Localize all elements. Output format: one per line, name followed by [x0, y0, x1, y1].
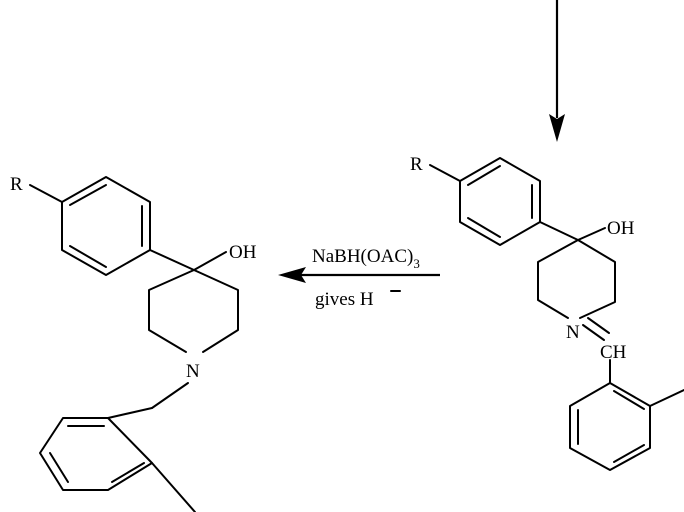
product-r-label: R	[10, 174, 23, 195]
reagent-note: gives H	[315, 289, 374, 310]
reactant-phenyl-double-3	[467, 217, 501, 238]
product-piperidine-ring	[148, 269, 239, 353]
product-ortho-methyl-bond	[151, 462, 196, 512]
reactant-benzyl-double-2	[613, 444, 645, 463]
reactant-ortho-methyl-bond	[649, 389, 684, 407]
product-benzyl-ring	[39, 417, 153, 491]
reactant-phenyl-double-1	[467, 165, 501, 186]
reactant-oh-label: OH	[607, 218, 635, 239]
reactant-n-label: N	[566, 322, 580, 343]
product-benzyl-attach-bond	[107, 407, 153, 419]
reactant-c4-oh-bond	[577, 227, 606, 241]
reactant-ch-label: CH	[600, 342, 627, 363]
reactant-n-ch-bond-2	[587, 317, 610, 334]
product-r-bond	[29, 184, 63, 203]
product-n-ch2-bond	[151, 382, 189, 409]
reagent-note-main: gives H	[315, 289, 374, 310]
reactant-piperidine-ring	[537, 239, 616, 319]
product-phenyl-double-1	[69, 184, 107, 206]
reactant-r-bond	[429, 164, 461, 182]
reaction-arrow-head	[278, 267, 306, 283]
reactant-n-ch-bond-1	[582, 324, 605, 341]
product-benzyl-double-3	[111, 462, 145, 483]
product-n-label: N	[186, 361, 200, 382]
product-phenyl-double-3	[69, 245, 107, 268]
reaction-arrow	[278, 267, 440, 283]
product-oh-label: OH	[229, 242, 257, 263]
incoming-arrow	[549, 0, 565, 142]
reactant-benzyl-double-3	[613, 390, 645, 410]
reactant-aryl-c4-bond	[539, 221, 579, 241]
reactant-r-label: R	[410, 154, 423, 175]
incoming-arrow-head	[549, 114, 565, 142]
product-benzyl-double-2	[49, 452, 69, 483]
product-c4-oh-bond	[193, 251, 227, 271]
reactant-phenyl-ring	[459, 157, 541, 246]
product-aryl-c4-bond	[149, 249, 195, 271]
reagent-name-subscript: 3	[413, 256, 420, 271]
reagent-name-main: NaBH(OAC)	[312, 246, 413, 267]
reagent-name: NaBH(OAC)3	[312, 246, 420, 271]
product-phenyl-ring	[61, 176, 151, 276]
reactant-structure: R OH N CH	[410, 154, 684, 471]
product-structure: R OH N	[10, 174, 257, 512]
reactant-benzyl-ring	[569, 382, 651, 471]
